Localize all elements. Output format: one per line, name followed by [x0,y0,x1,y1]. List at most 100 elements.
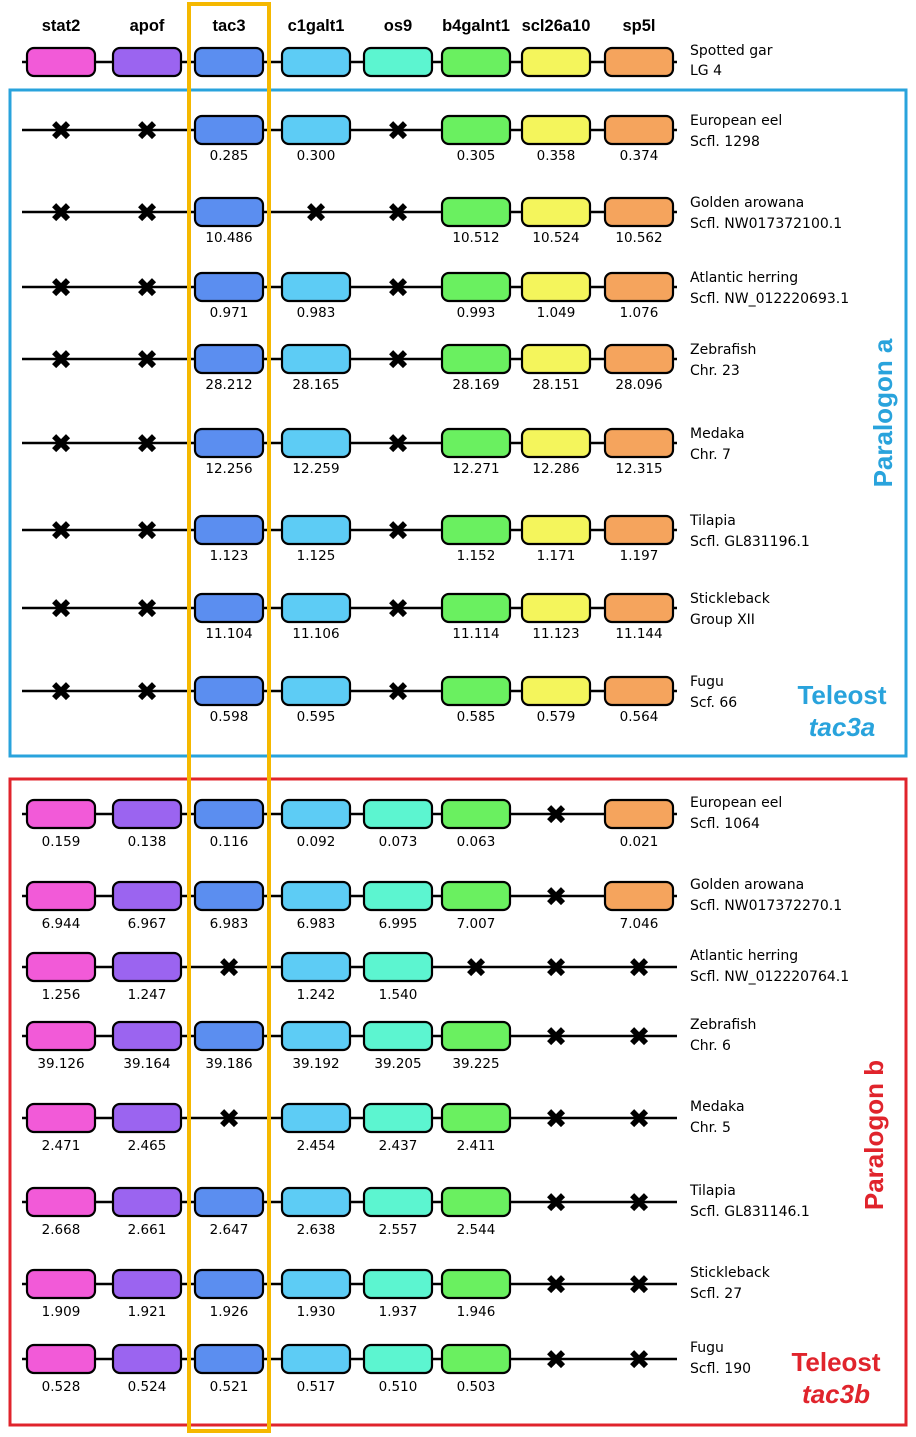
b4galnt1-gene-box [440,427,512,459]
gene-position-value: 10.486 [205,230,252,246]
gene-position-value: 11.114 [452,626,499,642]
gene-loss-cross-icon: ✖ [50,594,73,625]
gene-loss-cross-icon: ✖ [50,516,73,547]
gene-position-value: 1.921 [128,1304,167,1320]
gene-loss-cross-icon: ✖ [545,953,568,984]
paralog-gene-label: tac3b [802,1379,870,1409]
b4galnt1-gene-box [440,798,512,830]
gene-position-value: 2.638 [297,1222,336,1238]
gene-loss-cross-icon: ✖ [136,116,159,147]
gene-position-value: 12.271 [452,461,499,477]
gene-loss-cross-icon: ✖ [545,1345,568,1376]
apof-gene-box [111,798,183,830]
tac3-gene-box [193,1186,265,1218]
gene-position-value: 1.123 [210,548,249,564]
stat2-gene-box [25,798,97,830]
tac3-gene-box [193,592,265,624]
gene-position-value: 11.144 [615,626,662,642]
locus-name: Scfl. NW_012220693.1 [690,291,849,307]
paralogon-frame [8,777,908,1427]
gene-position-value: 0.305 [457,148,496,164]
gene-position-value: 0.564 [620,709,659,725]
gene-loss-cross-icon: ✖ [387,594,410,625]
locus-name: Scfl. GL831196.1 [690,534,810,550]
gene-loss-cross-icon: ✖ [628,1104,651,1135]
gene-position-value: 11.123 [532,626,579,642]
tac3-column-frame [187,2,271,1433]
gene-loss-cross-icon: ✖ [136,677,159,708]
gene-loss-cross-icon: ✖ [50,677,73,708]
paralogon-label: Paralogon a [868,338,898,487]
species-name: Zebrafish [690,1017,756,1033]
gene-position-value: 6.983 [210,916,249,932]
sp5l-gene-box [603,427,675,459]
gene-header-label: tac3 [212,17,245,35]
gene-position-value: 0.510 [379,1379,418,1395]
stat2-gene-box [25,1343,97,1375]
gene-position-value: 0.524 [128,1379,167,1395]
os9-gene-box [362,1268,434,1300]
c1galt1-gene-box [280,1186,352,1218]
locus-name: Scfl. GL831146.1 [690,1204,810,1220]
b4galnt1-gene-box [440,114,512,146]
gene-position-value: 11.104 [205,626,252,642]
gene-position-value: 0.528 [42,1379,81,1395]
gene-position-value: 0.579 [537,709,576,725]
gene-position-value: 1.247 [128,987,167,1003]
b4galnt1-gene-box [440,880,512,912]
gene-loss-cross-icon: ✖ [305,198,328,229]
gene-loss-cross-icon: ✖ [545,1270,568,1301]
gene-loss-cross-icon: ✖ [387,345,410,376]
b4galnt1-gene-box [440,1102,512,1134]
gene-position-value: 0.138 [128,834,167,850]
gene-position-value: 0.300 [297,148,336,164]
species-name: Golden arowana [690,877,804,893]
gene-loss-cross-icon: ✖ [136,516,159,547]
gene-loss-cross-icon: ✖ [50,345,73,376]
gene-position-value: 1.171 [537,548,576,564]
os9-gene-box [362,798,434,830]
c1galt1-gene-box [280,1020,352,1052]
gene-loss-cross-icon: ✖ [136,198,159,229]
os9-gene-box [362,1020,434,1052]
gene-position-value: 0.092 [297,834,336,850]
scl26a10-gene-box [520,514,592,546]
gene-loss-cross-icon: ✖ [136,273,159,304]
c1galt1-gene-box [280,1343,352,1375]
species-name: Medaka [690,426,745,442]
gene-position-value: 0.159 [42,834,81,850]
b4galnt1-gene-box [440,514,512,546]
gene-loss-cross-icon: ✖ [136,345,159,376]
b4galnt1-gene-box [440,1020,512,1052]
tac3-gene-box [193,427,265,459]
scl26a10-gene-box [520,46,592,78]
species-name: Stickleback [690,591,771,607]
paralogon-frame [8,88,908,758]
gene-loss-cross-icon: ✖ [136,429,159,460]
gene-position-value: 6.995 [379,916,418,932]
tac3-gene-box [193,1343,265,1375]
gene-loss-cross-icon: ✖ [465,953,488,984]
paralogon-label: Paralogon b [859,1060,889,1210]
gene-position-value: 2.661 [128,1222,167,1238]
gene-position-value: 0.021 [620,834,659,850]
paralog-gene-label: tac3a [809,712,876,742]
tac3-gene-box [193,880,265,912]
stat2-gene-box [25,1186,97,1218]
sp5l-gene-box [603,46,675,78]
gene-position-value: 2.544 [457,1222,496,1238]
gene-loss-cross-icon: ✖ [545,882,568,913]
stat2-gene-box [25,880,97,912]
gene-position-value: 0.971 [210,305,249,321]
locus-name: Scf. 66 [690,695,737,711]
scl26a10-gene-box [520,114,592,146]
locus-name: Scfl. NW017372100.1 [690,216,842,232]
os9-gene-box [362,880,434,912]
